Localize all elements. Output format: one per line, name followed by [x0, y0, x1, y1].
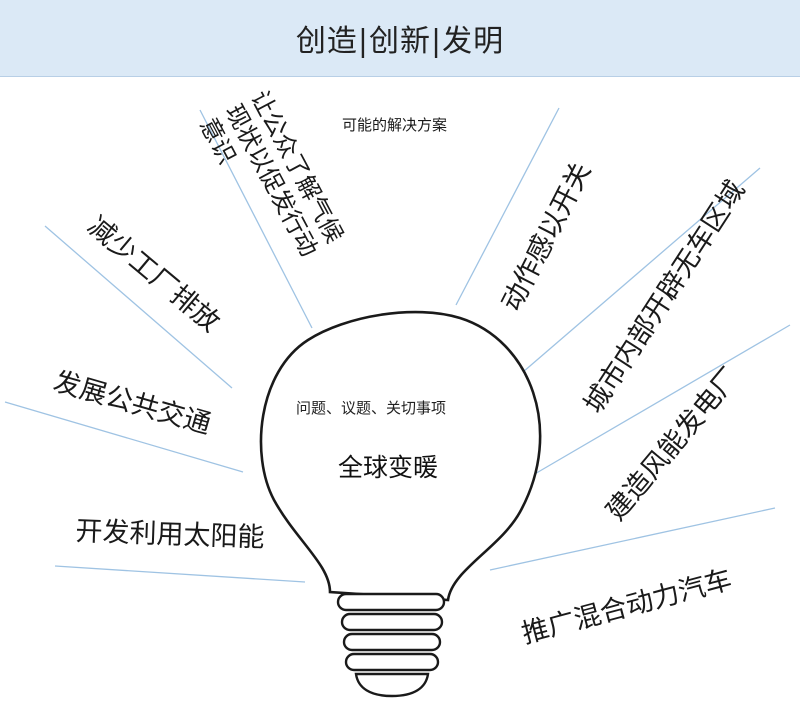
bulb-base [336, 592, 446, 698]
lightbulb-icon [259, 310, 542, 602]
spoke-line [44, 225, 233, 389]
spoke-line [54, 565, 306, 583]
header-title: 创造|创新|发明 [295, 24, 505, 59]
spoke-line [4, 401, 244, 473]
spoke-line [489, 507, 776, 571]
header-banner: 创造|创新|发明 [0, 0, 800, 77]
spoke-line [199, 109, 313, 329]
issue-caption: 问题、议题、关切事项 [296, 399, 447, 417]
spoke-line [532, 324, 791, 476]
solution-label: 开发利用太阳能 [74, 516, 265, 554]
spoke-line [455, 107, 560, 306]
spoke-line [522, 167, 761, 373]
issue-topic: 全球变暖 [338, 453, 439, 482]
solutions-heading: 可能的解决方案 [342, 116, 448, 134]
